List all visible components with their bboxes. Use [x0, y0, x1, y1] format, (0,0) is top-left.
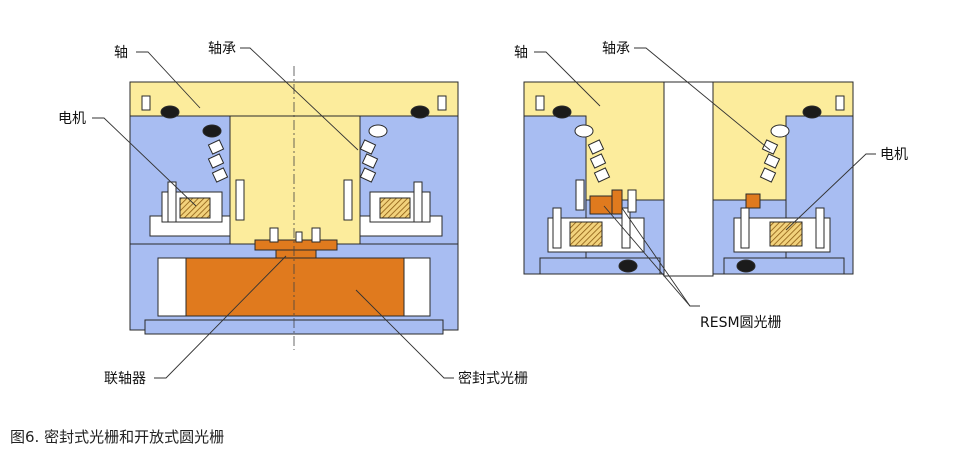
resm-ring-right: [745, 193, 761, 209]
coupling-neck: [275, 249, 317, 259]
bolt: [627, 189, 637, 213]
label-motor-right: 电机: [880, 147, 908, 163]
bolt: [343, 179, 353, 221]
leader-lines: [92, 47, 876, 379]
figure-caption: 图6. 密封式光栅和开放式圆光栅: [10, 428, 225, 446]
bolt: [740, 207, 750, 249]
leader-shaft-right: [534, 51, 601, 107]
leader-motor-left: [92, 117, 197, 207]
label-motor-left: 电机: [58, 111, 86, 127]
bearing-left: [587, 139, 611, 183]
leader-motor-right: [785, 153, 876, 231]
base-left: [539, 257, 661, 275]
motor-right-coil: [379, 197, 411, 219]
seal: [202, 124, 222, 138]
label-sealed-encoder: 密封式光栅: [458, 370, 528, 387]
seal: [552, 105, 572, 119]
screw: [269, 227, 279, 243]
seal: [410, 105, 430, 119]
seal: [736, 259, 756, 273]
base-right: [723, 257, 845, 275]
bearing-right: [359, 139, 379, 183]
bolt: [413, 181, 423, 223]
clip: [535, 95, 545, 111]
seal: [618, 259, 638, 273]
label-bearing-right: 轴承: [602, 41, 630, 57]
bolt: [552, 207, 562, 249]
leader-coupling: [154, 255, 287, 379]
open-encoder-assembly: [523, 81, 854, 277]
seal: [770, 124, 790, 138]
label-coupling: 联轴器: [104, 371, 146, 387]
motor-right-coil: [769, 221, 803, 247]
bolt: [235, 179, 245, 221]
label-bearing-left: 轴承: [208, 41, 236, 57]
bolt: [167, 181, 177, 223]
resm-ring: [611, 189, 623, 215]
center-bore: [663, 81, 714, 277]
leader-bearing-right: [634, 47, 771, 151]
label-shaft-left: 轴: [114, 45, 128, 61]
label-shaft-right: 轴: [514, 45, 528, 61]
bearing-right: [759, 139, 781, 183]
motor-left-coil: [569, 221, 603, 247]
leader-shaft-left: [136, 51, 201, 109]
screw: [311, 227, 321, 243]
clip: [835, 95, 845, 111]
seal: [802, 105, 822, 119]
leader-bearing-left: [240, 47, 359, 151]
leader-sealed-encoder: [355, 289, 454, 379]
clip: [437, 95, 447, 111]
seal: [160, 105, 180, 119]
shaft-core: [227, 115, 363, 247]
seal: [574, 124, 594, 138]
sealed-encoder-block: [185, 257, 405, 317]
bolt: [575, 179, 585, 211]
clip: [141, 95, 151, 111]
label-resm-encoder: RESM圆光栅: [700, 315, 782, 331]
bearing-left: [207, 139, 229, 183]
bolt: [815, 207, 825, 249]
bolt: [621, 207, 631, 249]
seal: [368, 124, 388, 138]
screw: [295, 231, 303, 243]
leader-resm-2: [621, 207, 700, 307]
motor-left-coil: [179, 197, 211, 219]
